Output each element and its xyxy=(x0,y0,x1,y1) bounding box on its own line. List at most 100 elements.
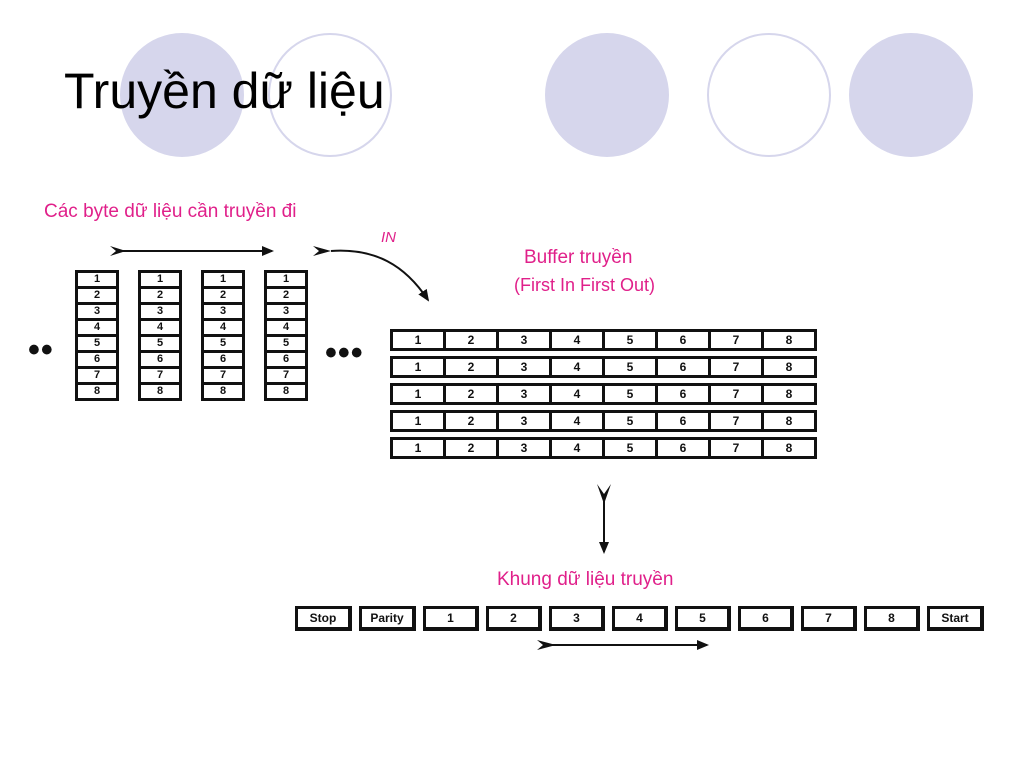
bit-cell: 2 xyxy=(446,332,496,348)
bit-cell: 7 xyxy=(711,332,761,348)
frame-data-bit: 7 xyxy=(801,606,857,631)
bit-cell: 1 xyxy=(204,273,242,286)
bit-cell: 4 xyxy=(552,332,602,348)
bit-cell: 7 xyxy=(204,369,242,382)
bit-cell: 6 xyxy=(658,413,708,429)
decor-circle-1 xyxy=(120,33,244,157)
bit-cell: 8 xyxy=(204,385,242,398)
bit-cell: 1 xyxy=(393,332,443,348)
bit-cell: 1 xyxy=(393,413,443,429)
frame-parity-bit: Parity xyxy=(359,606,416,631)
bit-cell: 7 xyxy=(711,440,761,456)
frame-stop-bit: Stop xyxy=(295,606,352,631)
bit-cell: 5 xyxy=(605,413,655,429)
decor-circle-3 xyxy=(545,33,669,157)
frame-data-bit: 2 xyxy=(486,606,542,631)
in-curve-arrow xyxy=(313,246,430,302)
bit-cell: 6 xyxy=(658,386,708,402)
frame-data-bit: 1 xyxy=(423,606,479,631)
decor-circle-5 xyxy=(849,33,973,157)
bit-cell: 4 xyxy=(552,359,602,375)
bit-cell: 8 xyxy=(78,385,116,398)
bit-cell: 4 xyxy=(78,321,116,334)
frame-data-bit: 5 xyxy=(675,606,731,631)
bit-cell: 4 xyxy=(141,321,179,334)
bit-cell: 4 xyxy=(552,413,602,429)
bit-cell: 1 xyxy=(141,273,179,286)
bit-cell: 1 xyxy=(393,386,443,402)
bit-cell: 1 xyxy=(267,273,305,286)
decor-circle-4 xyxy=(707,33,831,157)
bit-cell: 4 xyxy=(267,321,305,334)
bit-cell: 5 xyxy=(605,440,655,456)
bit-cell: 8 xyxy=(764,332,814,348)
bit-cell: 6 xyxy=(204,353,242,366)
bit-cell: 2 xyxy=(446,359,496,375)
down-arrow xyxy=(597,484,611,554)
bit-cell: 3 xyxy=(267,305,305,318)
buffer-row-3: 1 2 3 4 5 6 7 8 xyxy=(390,383,817,405)
bit-cell: 6 xyxy=(267,353,305,366)
top-right-arrow xyxy=(110,246,274,256)
decor-circle-2 xyxy=(268,33,392,157)
bit-cell: 2 xyxy=(446,440,496,456)
buffer-row-2: 1 2 3 4 5 6 7 8 xyxy=(390,356,817,378)
fifo-label: (First In First Out) xyxy=(514,275,655,295)
bit-cell: 1 xyxy=(78,273,116,286)
bit-cell: 1 xyxy=(393,440,443,456)
frame-data-bit: 8 xyxy=(864,606,920,631)
byte-column-2: 1 2 3 4 5 6 7 8 xyxy=(138,270,182,401)
bit-cell: 6 xyxy=(141,353,179,366)
bit-cell: 7 xyxy=(711,386,761,402)
bit-cell: 7 xyxy=(141,369,179,382)
ellipsis-middle: ••• xyxy=(325,334,364,372)
bit-cell: 8 xyxy=(764,440,814,456)
bit-cell: 3 xyxy=(499,386,549,402)
bit-cell: 2 xyxy=(446,386,496,402)
bit-cell: 8 xyxy=(267,385,305,398)
frame-label: Khung dữ liệu truyền xyxy=(497,569,674,590)
buffer-label: Buffer truyền xyxy=(524,247,633,268)
bit-cell: 8 xyxy=(764,386,814,402)
bit-cell: 2 xyxy=(78,289,116,302)
bit-cell: 6 xyxy=(78,353,116,366)
bit-cell: 5 xyxy=(267,337,305,350)
bit-cell: 2 xyxy=(141,289,179,302)
bit-cell: 8 xyxy=(141,385,179,398)
bit-cell: 3 xyxy=(499,413,549,429)
bit-cell: 2 xyxy=(204,289,242,302)
bytes-label: Các byte dữ liệu cần truyền đi xyxy=(44,201,297,222)
bit-cell: 6 xyxy=(658,440,708,456)
bit-cell: 6 xyxy=(658,332,708,348)
bit-cell: 5 xyxy=(605,386,655,402)
bit-cell: 2 xyxy=(267,289,305,302)
bit-cell: 5 xyxy=(141,337,179,350)
bit-cell: 4 xyxy=(552,386,602,402)
buffer-row-4: 1 2 3 4 5 6 7 8 xyxy=(390,410,817,432)
in-label: IN xyxy=(381,229,396,246)
buffer-row-1: 1 2 3 4 5 6 7 8 xyxy=(390,329,817,351)
bit-cell: 4 xyxy=(204,321,242,334)
transmission-frame: Stop Parity 1 2 3 4 5 6 7 8 Start xyxy=(295,606,984,631)
bit-cell: 7 xyxy=(711,413,761,429)
bit-cell: 3 xyxy=(141,305,179,318)
byte-column-1: 1 2 3 4 5 6 7 8 xyxy=(75,270,119,401)
bit-cell: 6 xyxy=(658,359,708,375)
bit-cell: 3 xyxy=(78,305,116,318)
ellipsis-left: •• xyxy=(28,331,54,369)
frame-data-bit: 3 xyxy=(549,606,605,631)
bit-cell: 3 xyxy=(499,332,549,348)
frame-data-bit: 6 xyxy=(738,606,794,631)
bit-cell: 7 xyxy=(78,369,116,382)
bit-cell: 3 xyxy=(204,305,242,318)
bit-cell: 2 xyxy=(446,413,496,429)
bit-cell: 3 xyxy=(499,359,549,375)
bit-cell: 4 xyxy=(552,440,602,456)
byte-column-3: 1 2 3 4 5 6 7 8 xyxy=(201,270,245,401)
frame-start-bit: Start xyxy=(927,606,984,631)
bit-cell: 7 xyxy=(267,369,305,382)
bit-cell: 3 xyxy=(499,440,549,456)
bit-cell: 5 xyxy=(605,359,655,375)
slide-title: Truyền dữ liệu xyxy=(64,63,385,119)
